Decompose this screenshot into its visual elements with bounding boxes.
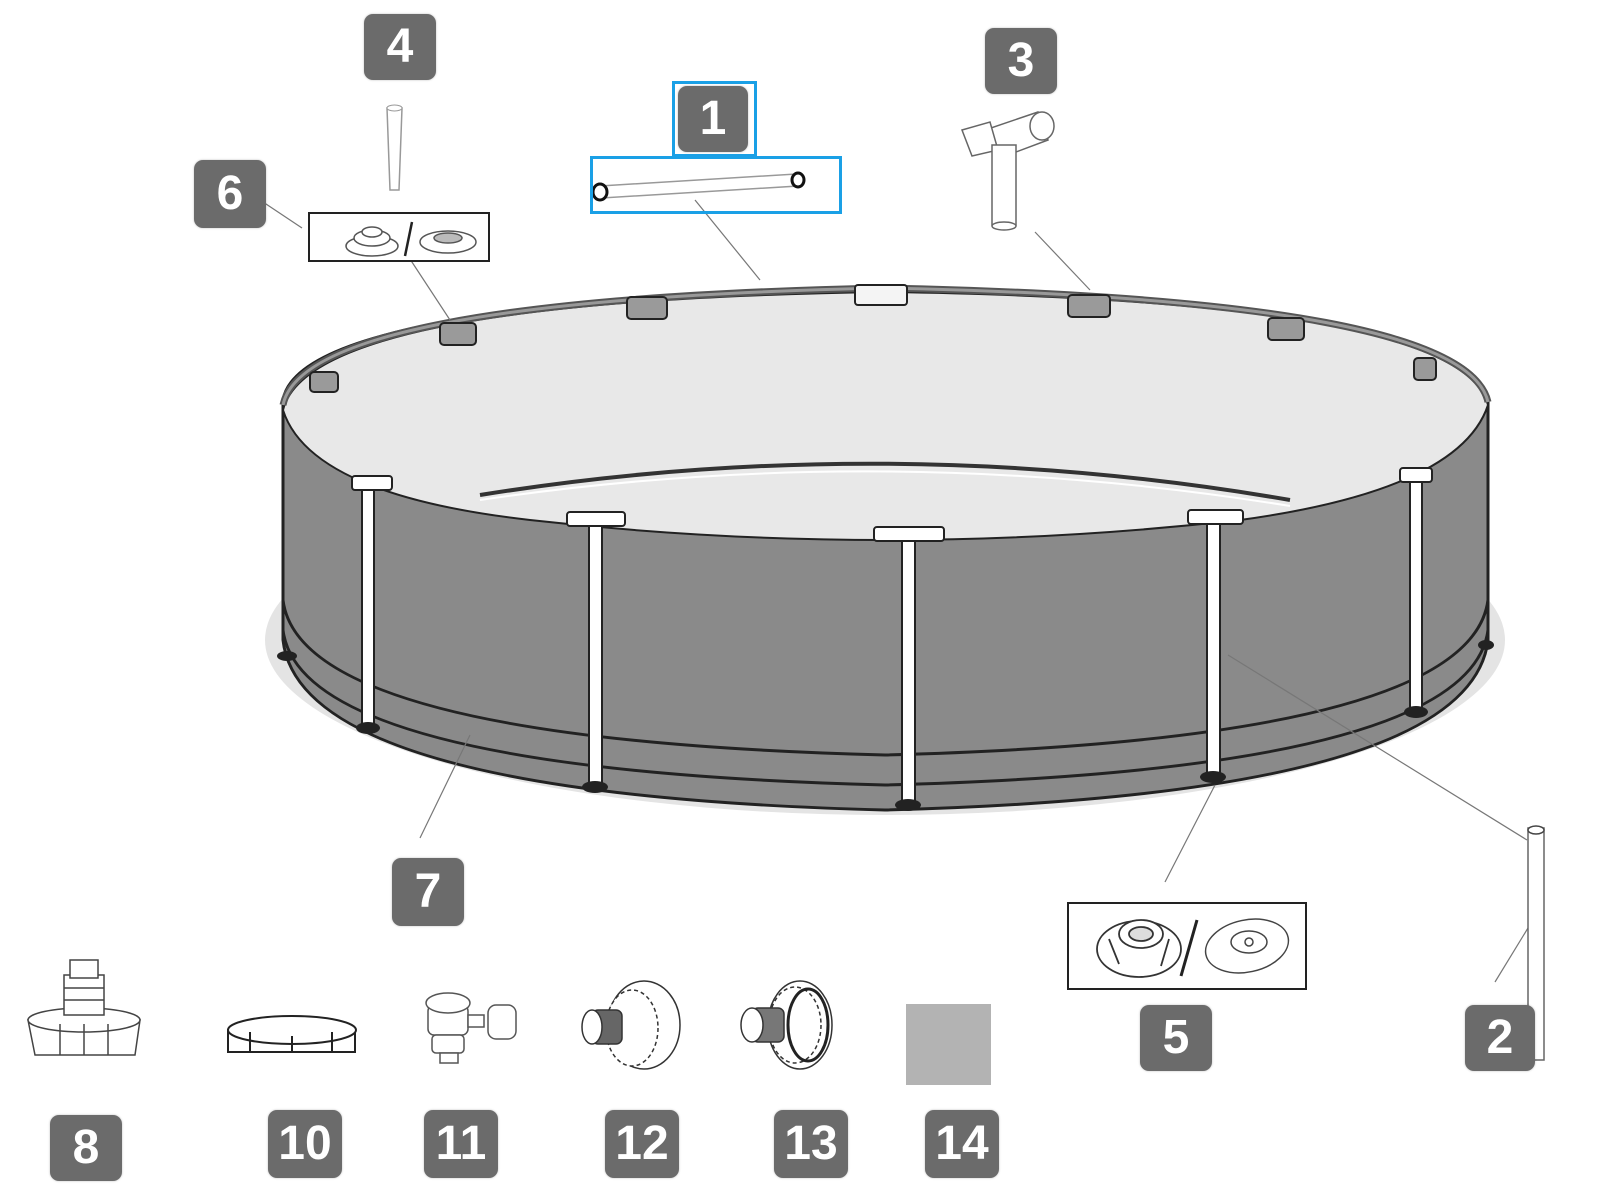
part-2-leg-icon: [1527, 825, 1545, 1061]
part-badge-10[interactable]: 10: [268, 1110, 342, 1178]
part-badge-5[interactable]: 5: [1140, 1005, 1212, 1071]
part-8-hose-adapter-icon: [27, 959, 141, 1056]
part-badge-1[interactable]: 1: [678, 86, 748, 152]
part-6-seal-icon: [419, 230, 477, 254]
divider-slash: [403, 221, 414, 257]
part-12-strainer-icon: [581, 980, 681, 1070]
part-badge-12[interactable]: 12: [605, 1110, 679, 1178]
leader-lines: [259, 199, 1529, 983]
part-badge-6[interactable]: 6: [194, 160, 266, 228]
part-6-box[interactable]: [308, 212, 490, 262]
part-badge-4[interactable]: 4: [364, 14, 436, 80]
part-5-leg-cap-icon: [1096, 919, 1182, 978]
inner-wall-edge: [479, 461, 1291, 502]
divider-slash: [1179, 919, 1199, 977]
part-badge-3[interactable]: 3: [985, 28, 1057, 94]
part-badge-14[interactable]: 14: [925, 1110, 999, 1178]
part-3-t-joint-icon: [961, 111, 1055, 231]
part-badge-7[interactable]: 7: [392, 858, 464, 926]
part-1-part-highlight[interactable]: [590, 156, 842, 214]
part-badge-8[interactable]: 8: [50, 1115, 122, 1181]
part-6-cap-icon: [345, 226, 399, 257]
part-badge-13[interactable]: 13: [774, 1110, 848, 1178]
part-5-foot-pad-icon: [1204, 918, 1290, 974]
part-1-badge-highlight: [672, 81, 757, 157]
rail-joints-back: [309, 284, 1437, 393]
part-4-pin-icon: [386, 104, 403, 191]
part-13-strainer-icon: [740, 980, 833, 1070]
part-11-filter-connector-icon: [425, 992, 517, 1064]
part-5-box[interactable]: [1067, 902, 1307, 990]
part-10-drain-cap-icon: [227, 1015, 357, 1053]
part-badge-11[interactable]: 11: [424, 1110, 498, 1178]
part-14-patch-swatch: [906, 1004, 991, 1085]
pool-legs: [277, 467, 1494, 811]
part-1-top-rail-icon: [591, 171, 806, 202]
part-badge-2[interactable]: 2: [1465, 1005, 1535, 1071]
